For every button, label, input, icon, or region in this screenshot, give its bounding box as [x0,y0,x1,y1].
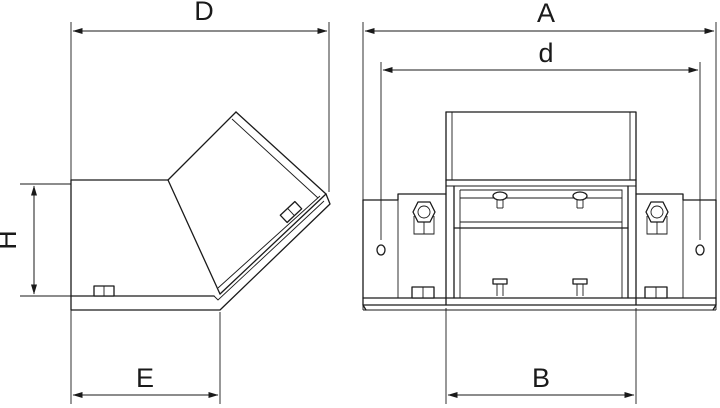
upper-screw-left [492,191,508,209]
lower-screw-left [492,278,508,296]
dimension-a-label: A [537,0,555,28]
dimension-d-upper-label: D [194,0,214,26]
upper-screw-right [572,191,588,209]
left-nut [412,201,436,235]
side-view: D H E [0,0,331,404]
dimension-d-lower-label: d [538,38,553,68]
dimension-b-label: B [532,363,550,393]
dimension-e-label: E [136,363,154,393]
front-view: A d B [362,0,717,404]
right-nut [645,201,669,235]
lower-screw-right [572,278,588,296]
dimension-h-label: H [0,230,22,250]
